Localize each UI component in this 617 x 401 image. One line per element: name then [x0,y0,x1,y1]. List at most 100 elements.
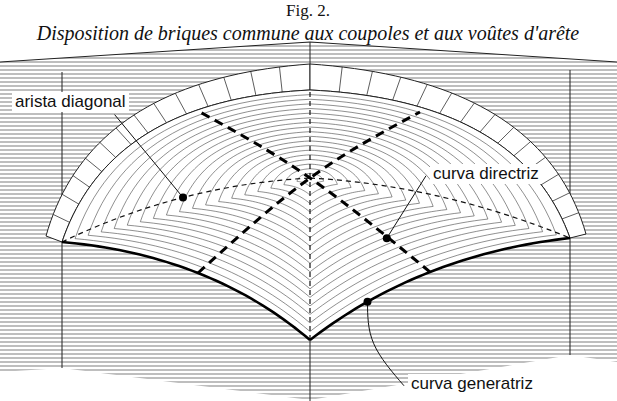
diagonal-arris [309,90,310,178]
brick-course [179,132,310,212]
brick-course [219,146,310,202]
brick-course [310,222,502,297]
leader-lines [115,115,426,386]
brick-course [101,232,310,315]
figure-caption: Disposition de briques commune aux coupo… [37,22,580,45]
voussoir-joint [175,93,186,114]
part-label: arista diagonal [12,92,129,112]
voussoir-joint [461,103,475,122]
brick-course [258,191,310,212]
leader-line [387,176,426,238]
brick-course [310,210,447,264]
brick-course [232,198,310,229]
voussoir-joint [116,128,131,145]
generatrix-arch [62,242,310,340]
voussoir-joint [541,174,558,184]
brick-course [310,159,365,190]
brick-course [258,159,310,191]
voussoir-joint [100,142,116,157]
brick-course [153,122,310,218]
wall-edge [62,242,63,368]
wall-edge [570,238,571,355]
voussoir-joint [552,193,569,201]
diagonal-arris [62,178,310,242]
brick-course [310,225,515,306]
voussoir-joint [199,85,208,107]
brick-course [271,164,310,188]
brick-course [271,188,310,203]
voussoir-joint [498,127,514,143]
brick-course [310,200,406,238]
brick-course [310,146,406,201]
brick-course [140,118,310,222]
leader-line [368,302,405,386]
voussoir-joint [73,176,90,188]
voussoir-joint [440,93,452,113]
brick-course [219,202,310,238]
wall-hatching [0,42,617,401]
brick-course [206,205,310,246]
brick-course [310,194,378,221]
leader-dot [383,234,391,242]
wall-edge [0,42,310,62]
brick-course [310,191,365,212]
brick-course [310,136,433,206]
voussoir-joint [154,103,167,122]
brick-course [310,216,474,280]
brick-course [310,155,378,194]
brick-course [310,232,543,323]
brick-course [232,150,310,198]
voussoir-joint [562,213,579,219]
voussoir-joint [367,71,373,95]
voussoir-joint [53,214,69,222]
wall-edge [310,340,311,401]
part-label: curva generatriz [408,374,536,394]
leader-dot [364,298,372,306]
brick-course [166,127,310,215]
brick-course [245,155,310,195]
wall-edge [310,42,617,62]
generatrix-arch [310,238,570,340]
brick-course [193,208,310,254]
brick-course [310,219,488,289]
brick-course [75,95,310,239]
voussoir-joint [339,67,342,92]
vault-surface [62,90,570,340]
part-label: curva directriz [430,164,542,184]
vault-outline [62,90,570,340]
brick-course [310,150,392,197]
brick-course [153,218,310,280]
brick-course [310,197,392,229]
leader-line [115,115,183,198]
brick-course [127,113,310,225]
brick-course [75,239,310,332]
brick-course [193,136,310,208]
voussoir-joint [279,67,282,92]
brick-course [310,99,543,231]
brick-course [206,141,310,205]
directrix-curve [198,112,420,273]
voussoir-joint [62,194,79,204]
voussoir-joint [224,77,231,100]
voussoir-joint [251,71,256,95]
brick-course [179,212,310,264]
figure-title: Fig. 2. [286,1,330,21]
voussoir-joint [134,115,148,133]
voussoir-joint [417,84,427,106]
brick-course [310,132,447,210]
brick-course [114,109,310,229]
voussoir-joint [514,142,531,156]
brick-course [127,225,310,297]
voussoir-joint [393,77,401,100]
brick-course [310,187,351,203]
wall-face [0,42,617,400]
brick-course [284,185,310,195]
diagonal-arris [309,178,310,340]
diagonal-arris [310,178,570,238]
voussoir-joint [480,115,495,133]
voussoir-joint [86,158,102,171]
brick-course [310,141,419,203]
brick-course [245,195,310,221]
